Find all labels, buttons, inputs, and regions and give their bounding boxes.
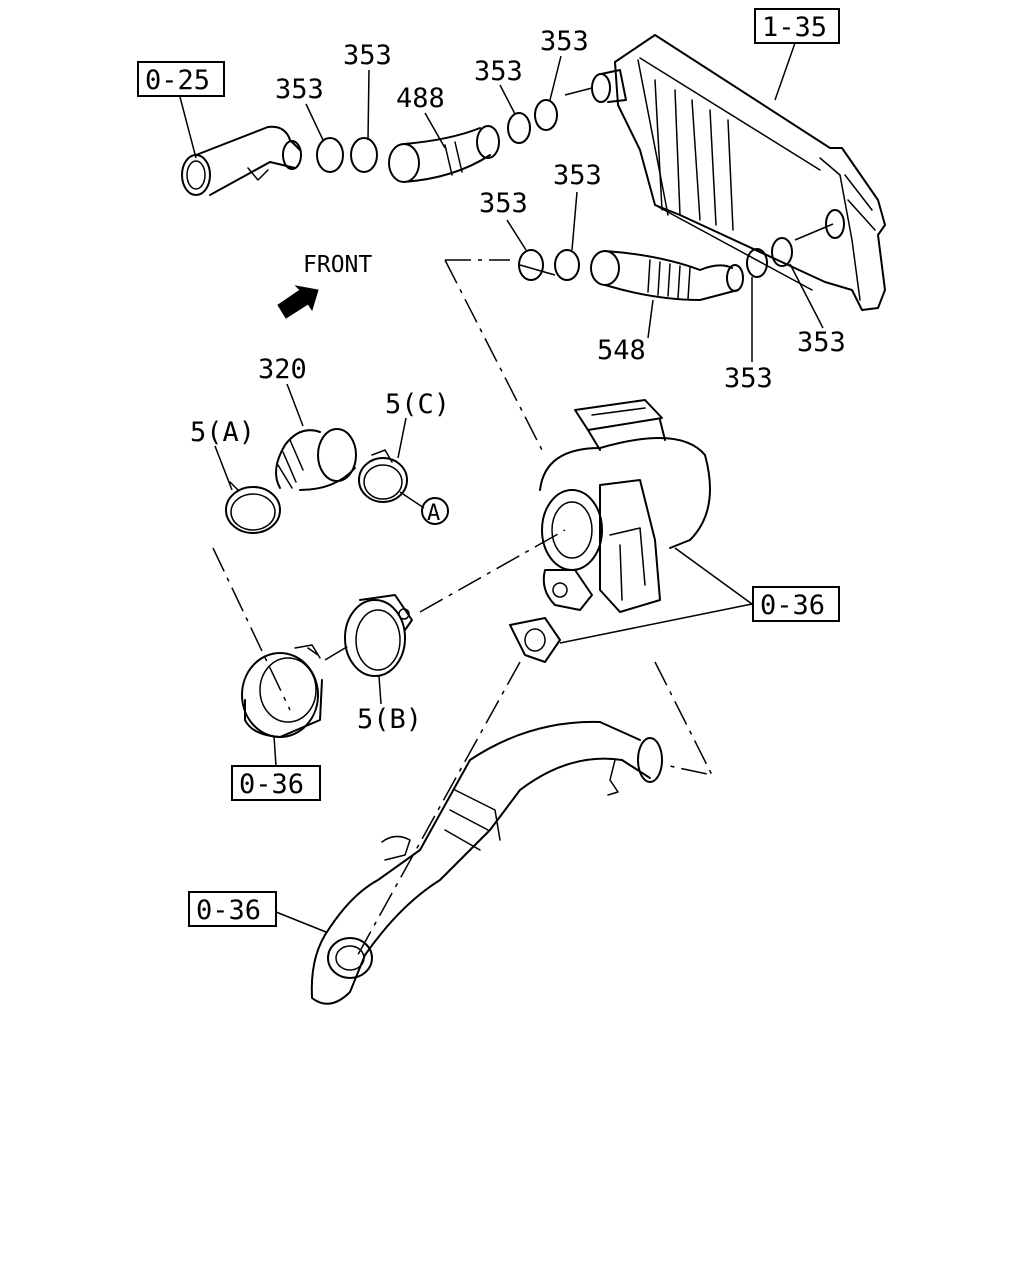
- callout-circle-a: [421, 497, 449, 525]
- callout-353: 353: [724, 363, 773, 394]
- callout-488: 488: [396, 83, 445, 114]
- outlet-elbow: [241, 644, 323, 738]
- callout-5a: 5(A): [190, 417, 255, 448]
- callout-353: 353: [343, 40, 392, 71]
- inlet-pipe-0-25: [181, 125, 302, 196]
- exhaust-pipe: [310, 720, 663, 1005]
- callout-353: 353: [540, 26, 589, 57]
- callout-353: 353: [275, 74, 324, 105]
- ref-1-35: 1-35: [762, 12, 827, 43]
- front-label: FRONT: [303, 252, 372, 278]
- hose-488: [388, 125, 500, 183]
- callout-353: 353: [797, 327, 846, 358]
- clamp-5a: [225, 481, 281, 534]
- connection-lines: [212, 259, 714, 961]
- ref-box-0-25[interactable]: [137, 61, 225, 97]
- clamp-5c: [358, 449, 408, 503]
- hose-548: [590, 250, 744, 301]
- callout-a-letter: A: [427, 501, 440, 526]
- leader-lines: [179, 42, 834, 933]
- front-arrow-icon: [277, 285, 319, 319]
- ref-0-25: 0-25: [145, 65, 210, 96]
- hose-320: [275, 428, 357, 491]
- clamp-5b: [344, 594, 413, 677]
- ref-0-36-pipe: 0-36: [196, 895, 261, 926]
- callout-353: 353: [479, 188, 528, 219]
- ref-box-0-36-turbo[interactable]: [752, 586, 840, 622]
- callout-548: 548: [597, 335, 646, 366]
- callout-320: 320: [258, 354, 307, 385]
- callout-5c: 5(C): [385, 389, 450, 420]
- callout-353: 353: [553, 160, 602, 191]
- turbocharger: [539, 399, 711, 613]
- callout-5b: 5(B): [357, 704, 422, 735]
- gasket: [509, 617, 561, 663]
- intercooler: [591, 34, 886, 311]
- ref-0-36-turbo: 0-36: [760, 590, 825, 621]
- clamp-set-353: [316, 99, 793, 281]
- ref-box-0-36-elbow[interactable]: [231, 765, 321, 801]
- callout-353: 353: [474, 56, 523, 87]
- ref-box-0-36-pipe[interactable]: [188, 891, 277, 927]
- ref-0-36-elbow: 0-36: [239, 769, 304, 800]
- ref-box-1-35[interactable]: [754, 8, 840, 44]
